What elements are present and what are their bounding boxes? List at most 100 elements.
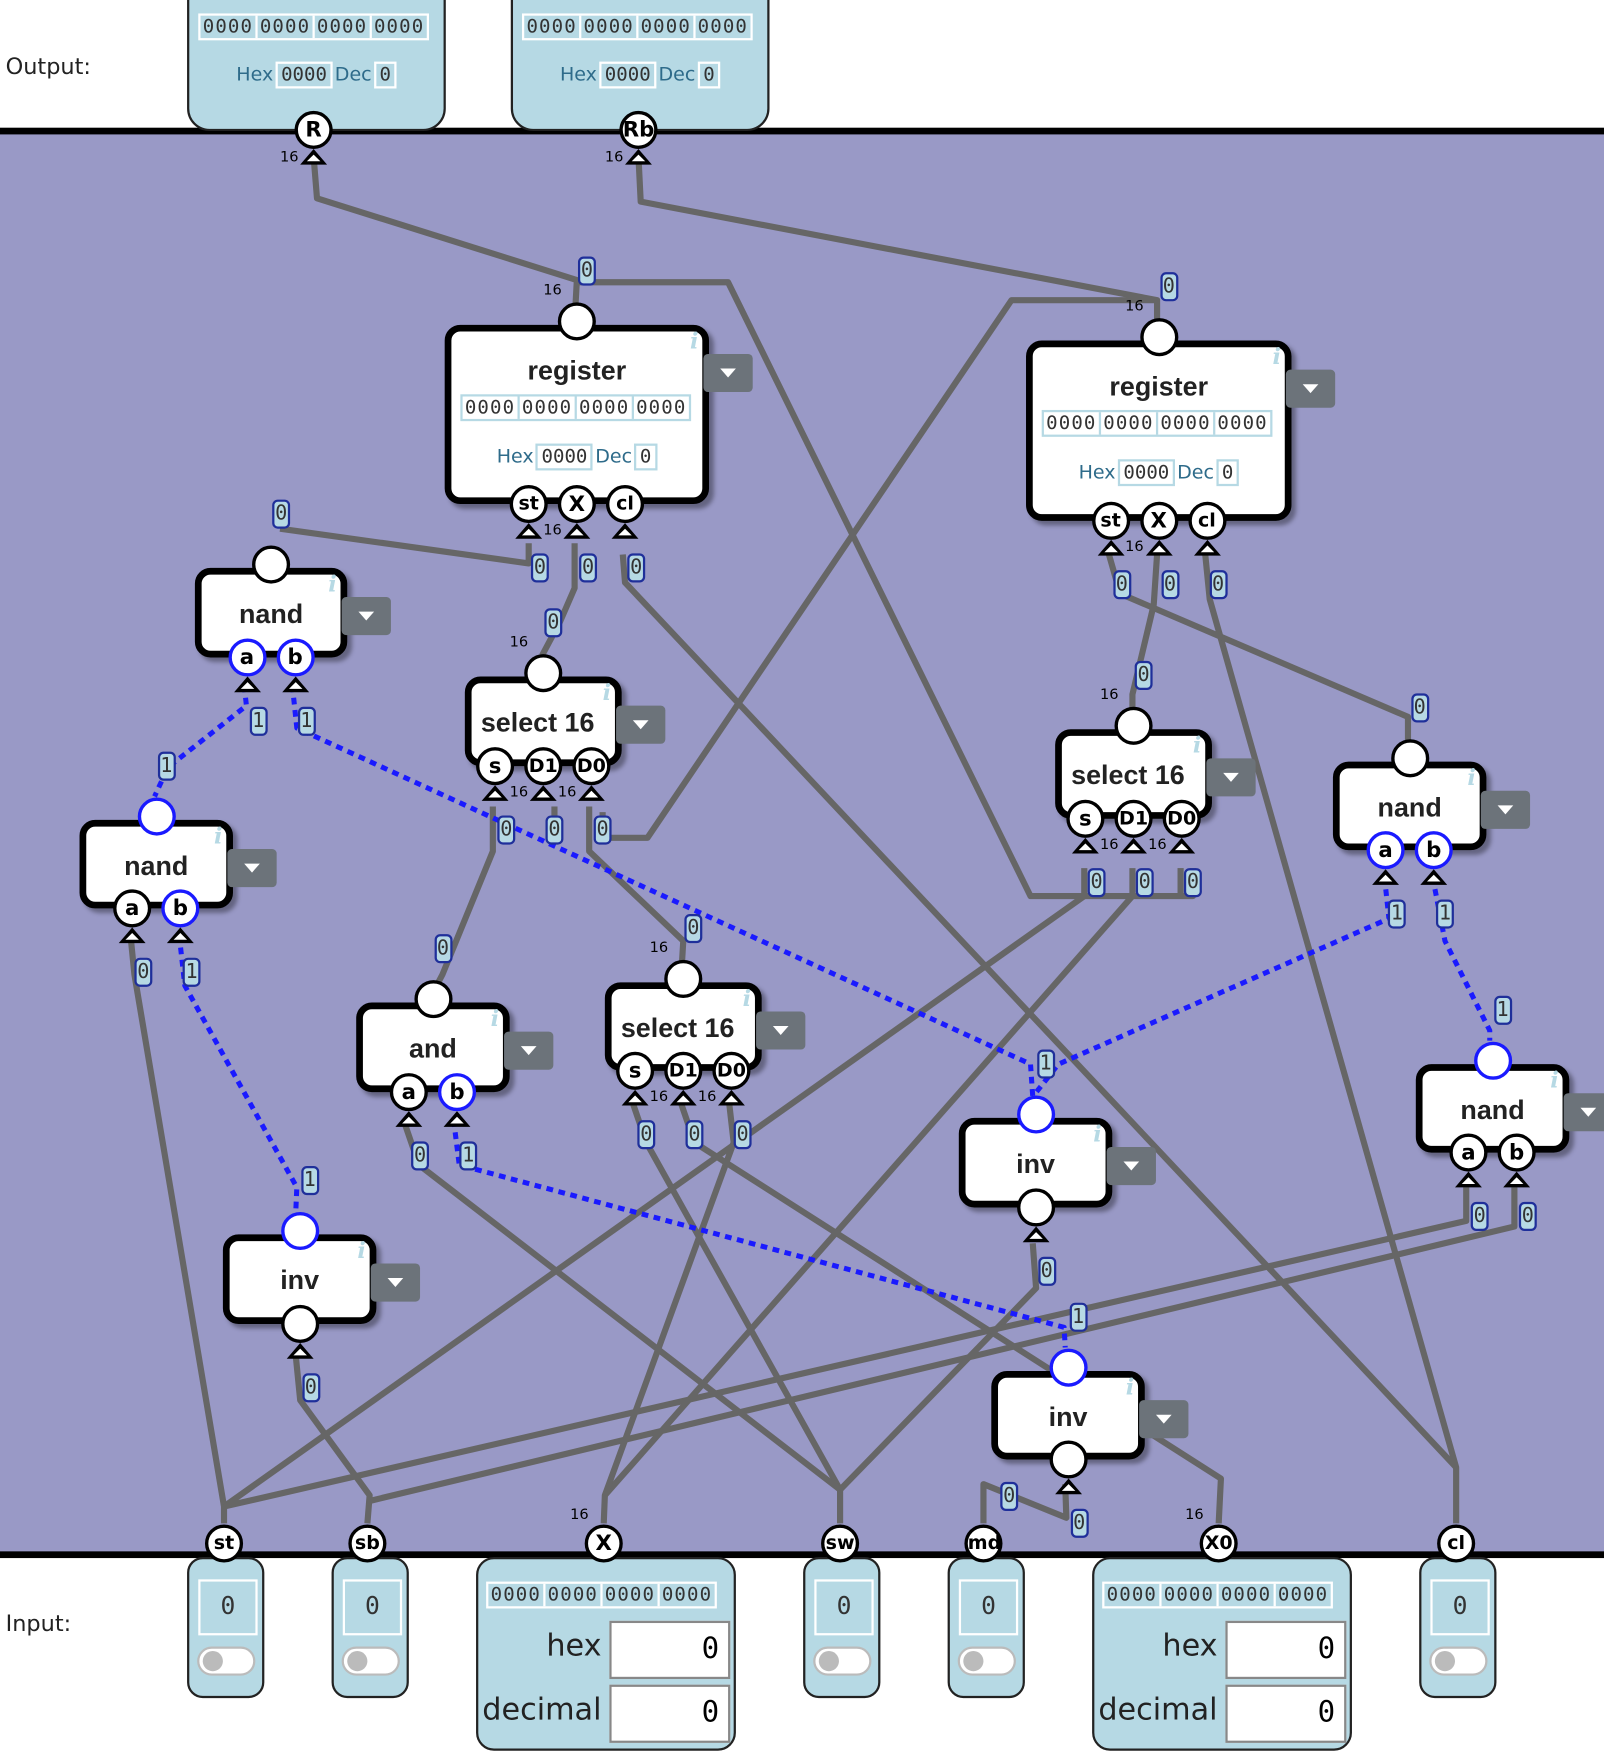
wire[interactable]: [402, 1124, 842, 1493]
dropdown-menu-button[interactable]: [1139, 1400, 1189, 1439]
output-pin-Rb[interactable]: Rb: [619, 110, 658, 149]
input-pin-cl[interactable]: cl: [1187, 501, 1226, 540]
input-pin-b[interactable]: b: [161, 889, 200, 928]
wire[interactable]: [980, 1481, 1070, 1524]
dropdown-menu-button[interactable]: [1206, 758, 1256, 797]
wire[interactable]: [837, 1243, 1040, 1492]
decimal-input[interactable]: 0: [609, 1684, 731, 1743]
input-pin-st[interactable]: st: [204, 1524, 244, 1563]
dropdown-menu-button[interactable]: [756, 1011, 806, 1050]
dropdown-menu-button[interactable]: [616, 705, 666, 744]
hex-input[interactable]: 0: [1225, 1620, 1347, 1680]
input-pin-D0[interactable]: D0: [572, 747, 611, 786]
dropdown-menu-button[interactable]: [341, 597, 391, 636]
toggle-switch[interactable]: [341, 1646, 400, 1676]
dropdown-menu-button[interactable]: [1285, 369, 1336, 408]
output-pin[interactable]: [280, 1211, 319, 1251]
wire[interactable]: [127, 940, 228, 1524]
dropdown-menu-button[interactable]: [227, 849, 277, 888]
output-pin[interactable]: [1390, 739, 1429, 778]
wire[interactable]: [619, 554, 1459, 1470]
output-pin[interactable]: [1048, 1348, 1088, 1387]
input-pin-b[interactable]: b: [1414, 831, 1453, 870]
wire[interactable]: [1202, 554, 1460, 1524]
active-wire[interactable]: [289, 685, 1036, 1097]
info-icon[interactable]: i: [1272, 342, 1281, 370]
toggle-switch[interactable]: [813, 1646, 872, 1676]
input-pin-sw[interactable]: sw: [821, 1524, 860, 1563]
dropdown-menu-button[interactable]: [1480, 790, 1531, 829]
dropdown-menu-button[interactable]: [370, 1263, 421, 1302]
wire[interactable]: [279, 525, 532, 567]
info-icon[interactable]: i: [742, 984, 752, 1012]
input-pin-in[interactable]: [1016, 1188, 1055, 1227]
active-wire[interactable]: [152, 685, 249, 798]
input-pin-D1[interactable]: D1: [524, 747, 563, 786]
dropdown-menu-button[interactable]: [504, 1031, 554, 1070]
info-icon[interactable]: i: [1550, 1066, 1559, 1094]
toggle-switch[interactable]: [197, 1646, 256, 1676]
dropdown-menu-button[interactable]: [1106, 1146, 1156, 1186]
input-pin-b[interactable]: b: [1497, 1133, 1536, 1172]
output-pin[interactable]: [664, 959, 703, 999]
output-pin[interactable]: [413, 980, 452, 1019]
input-pin-a[interactable]: a: [227, 638, 267, 677]
wire[interactable]: [310, 156, 580, 322]
wire[interactable]: [292, 1355, 373, 1524]
input-pin-a[interactable]: a: [113, 889, 152, 928]
input-pin-X0[interactable]: X0: [1199, 1524, 1238, 1563]
input-pin-a[interactable]: a: [1449, 1133, 1488, 1172]
decimal-input[interactable]: 0: [1225, 1684, 1347, 1743]
wire[interactable]: [223, 1187, 1470, 1510]
output-pin[interactable]: [1016, 1095, 1055, 1134]
input-pin-b[interactable]: b: [276, 638, 315, 677]
input-pin-D1[interactable]: D1: [664, 1051, 703, 1090]
input-pin-X[interactable]: X: [584, 1524, 623, 1563]
dropdown-menu-button[interactable]: [1563, 1093, 1604, 1132]
wire[interactable]: [539, 543, 578, 657]
output-pin[interactable]: [557, 302, 596, 341]
input-pin-b[interactable]: b: [437, 1073, 477, 1112]
info-icon[interactable]: i: [213, 822, 223, 850]
wire[interactable]: [600, 1102, 737, 1524]
active-wire[interactable]: [451, 1119, 1068, 1348]
input-pin-a[interactable]: a: [389, 1073, 428, 1112]
wire[interactable]: [1129, 554, 1161, 726]
output-pin[interactable]: [524, 654, 563, 693]
input-pin-X[interactable]: X: [557, 485, 596, 524]
hex-input[interactable]: 0: [609, 1620, 731, 1680]
wire[interactable]: [602, 868, 1136, 1498]
input-pin-in[interactable]: [1048, 1440, 1088, 1479]
info-icon[interactable]: i: [689, 327, 699, 354]
info-icon[interactable]: i: [328, 570, 337, 598]
input-pin-sb[interactable]: sb: [348, 1524, 387, 1563]
input-pin-cl[interactable]: cl: [605, 485, 645, 524]
wire[interactable]: [368, 1187, 1518, 1504]
wire[interactable]: [635, 156, 1161, 337]
input-pin-s[interactable]: s: [616, 1051, 655, 1090]
input-pin-D1[interactable]: D1: [1114, 799, 1153, 838]
input-pin-st[interactable]: st: [509, 485, 548, 524]
info-icon[interactable]: i: [602, 678, 612, 706]
wire[interactable]: [586, 806, 687, 980]
active-wire[interactable]: [176, 935, 300, 1214]
info-icon[interactable]: i: [490, 1004, 500, 1032]
output-pin-R[interactable]: R: [294, 110, 333, 149]
output-pin[interactable]: [252, 545, 291, 584]
info-icon[interactable]: i: [1125, 1373, 1135, 1401]
active-wire[interactable]: [1430, 876, 1493, 1041]
input-pin-cl[interactable]: cl: [1437, 1524, 1476, 1563]
input-pin-a[interactable]: a: [1366, 831, 1405, 870]
input-pin-D0[interactable]: D0: [1162, 799, 1201, 838]
info-icon[interactable]: i: [357, 1236, 366, 1264]
toggle-switch[interactable]: [957, 1646, 1016, 1676]
input-pin-st[interactable]: st: [1091, 501, 1130, 540]
active-wire[interactable]: [1030, 876, 1392, 1099]
dropdown-menu-button[interactable]: [703, 353, 753, 393]
wire[interactable]: [427, 806, 496, 1000]
toggle-switch[interactable]: [1429, 1646, 1488, 1676]
wire[interactable]: [222, 868, 1088, 1510]
input-pin-in[interactable]: [280, 1304, 319, 1344]
info-icon[interactable]: i: [1093, 1120, 1102, 1147]
